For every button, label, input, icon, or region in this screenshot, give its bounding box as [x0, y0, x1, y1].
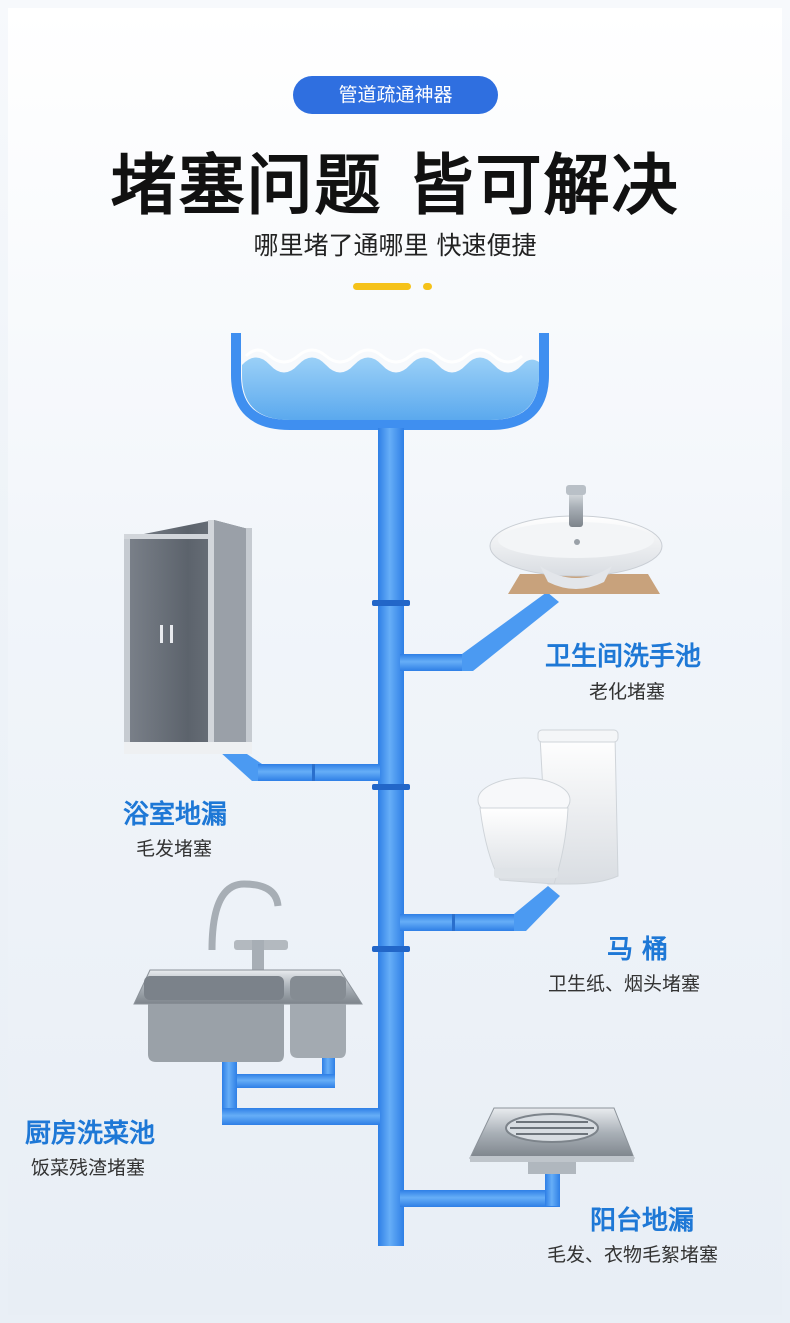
shower-enclosure-icon — [124, 520, 252, 754]
subheadline: 哪里堵了通哪里 快速便捷 — [253, 231, 537, 260]
shower-drain-title: 浴室地漏 — [123, 800, 228, 830]
kitchen-sink-title: 厨房洗菜池 — [25, 1119, 156, 1149]
pipe-clamps — [372, 600, 410, 952]
main-pipe — [378, 428, 404, 1246]
water-basin-icon — [231, 333, 549, 430]
category-badge: 管道疏通神器 — [293, 76, 498, 114]
accent-dot — [423, 283, 432, 290]
kitchen-sink-desc: 饭菜残渣堵塞 — [31, 1157, 146, 1179]
washbasin-icon — [489, 485, 663, 594]
toilet-branch-pipe — [400, 886, 560, 931]
washbasin-desc: 老化堵塞 — [589, 681, 666, 703]
washbasin-title: 卫生间洗手池 — [545, 642, 702, 672]
floor-drain-icon — [469, 1107, 635, 1174]
toilet-desc: 卫生纸、烟头堵塞 — [548, 973, 701, 995]
balcony-drain-desc: 毛发、衣物毛絮堵塞 — [547, 1244, 719, 1266]
headline: 堵塞问题 皆可解决 — [110, 147, 680, 224]
balcony-drain-title: 阳台地漏 — [590, 1206, 695, 1236]
kitchen-sink-icon — [133, 880, 363, 1062]
washbasin-branch-pipe — [400, 592, 559, 671]
shower-drain-desc: 毛发堵塞 — [136, 838, 213, 860]
toilet-title: 马 桶 — [607, 935, 669, 965]
floor-drain-branch-pipe — [400, 1168, 560, 1207]
toilet-icon — [477, 729, 619, 885]
accent-dash — [353, 283, 411, 290]
kitchen-branch-pipe — [222, 1058, 380, 1125]
